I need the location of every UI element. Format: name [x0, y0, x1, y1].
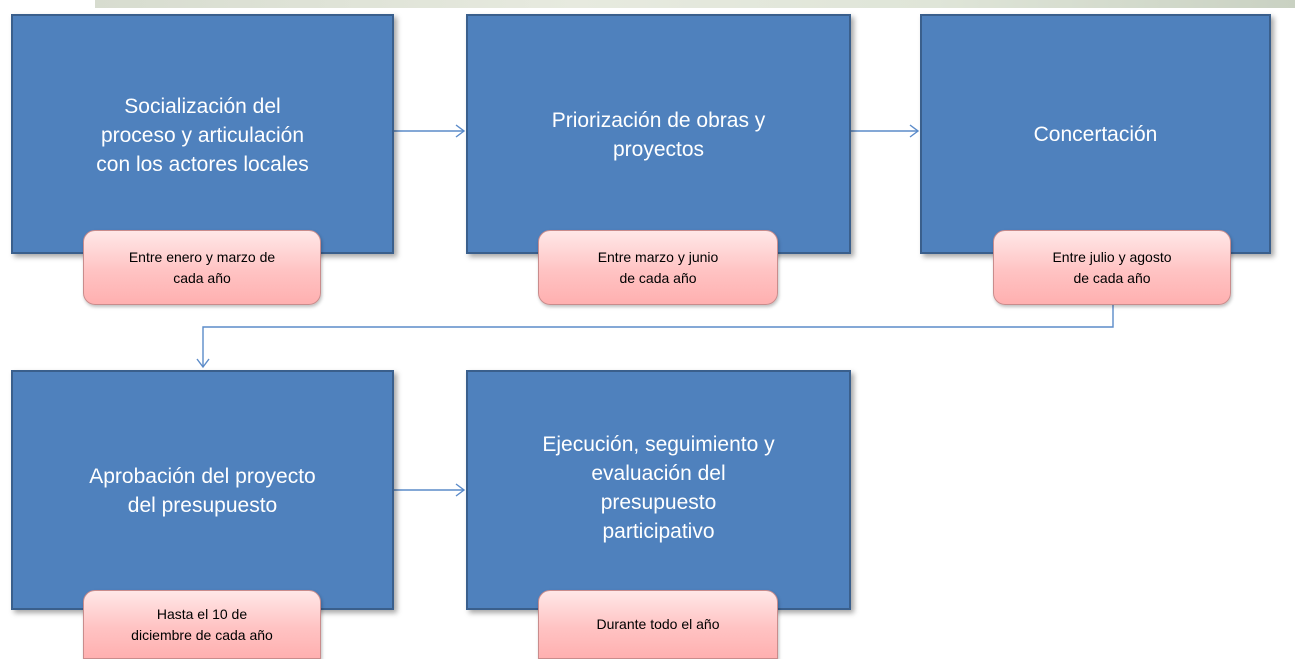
step-label: Aprobación del proyecto del presupuesto	[89, 465, 316, 517]
step-concertacion: Concertación	[920, 14, 1271, 254]
arrowhead-3-4	[196, 358, 210, 369]
arrowhead-2-3	[909, 124, 920, 138]
connector-arrow-3-4	[202, 305, 1114, 367]
step-socializacion: Socialización del proceso y articulación…	[11, 14, 394, 254]
timing-badge: Entre marzo y junio de cada año	[538, 230, 778, 305]
step-label: Priorización de obras y proyectos	[551, 109, 766, 161]
step-label: Socialización del proceso y articulación…	[96, 95, 309, 176]
step-priorizacion: Priorización de obras y proyectos	[466, 14, 851, 254]
timing-badge: Hasta el 10 de diciembre de cada año	[83, 590, 321, 659]
arrowhead-1-2	[455, 124, 466, 138]
timing-badge: Entre enero y marzo de cada año	[83, 230, 321, 305]
timing-badge: Durante todo el año	[538, 590, 778, 659]
timing-badge: Entre julio y agosto de cada año	[993, 230, 1231, 305]
step-label: Ejecución, seguimiento y evaluación del …	[542, 433, 775, 543]
step-aprobacion: Aprobación del proyecto del presupuesto	[11, 370, 394, 610]
background-image-strip	[95, 0, 1295, 8]
step-label: Concertación	[1033, 123, 1158, 146]
arrowhead-4-5	[455, 483, 466, 497]
step-ejecucion: Ejecución, seguimiento y evaluación del …	[466, 370, 851, 610]
